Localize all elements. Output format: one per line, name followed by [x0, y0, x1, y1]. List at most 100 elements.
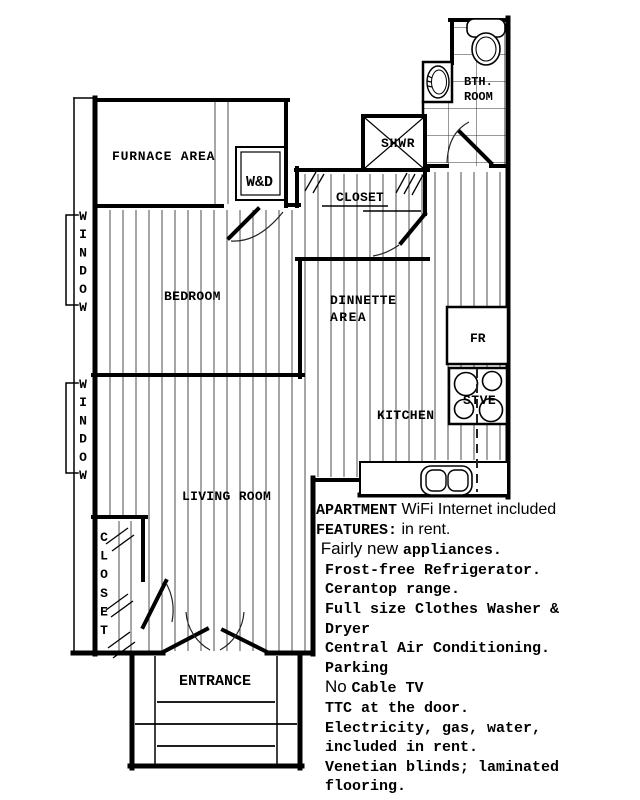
feature-text: included in rent. — [316, 739, 479, 757]
closet-lower-label: CLOSET — [100, 530, 108, 638]
dinnette-label-line2: AREA — [330, 310, 367, 325]
feature-text: Central Air Conditioning. — [316, 640, 551, 658]
shower-label: SHWR — [381, 136, 415, 151]
feature-text: Dryer — [316, 620, 371, 638]
feature-line: TTC at the door. — [316, 699, 640, 719]
vertical-letter: E — [100, 604, 108, 619]
feature-text: FEATURES: — [316, 521, 398, 539]
furnace-area-lines — [214, 102, 229, 204]
entrance-steps — [135, 656, 297, 764]
toilet-icon — [466, 18, 506, 66]
fridge-icon — [445, 305, 510, 366]
doors — [140, 121, 494, 655]
feature-text: WiFi Internet included — [397, 501, 557, 518]
vertical-letter: L — [100, 549, 108, 564]
feature-line: flooring. — [316, 777, 640, 797]
feature-line: Frost-free Refrigerator. — [316, 561, 640, 581]
room-labels: FURNACE AREA W&D SHWR BTH. ROOM CLOSET B… — [112, 75, 496, 690]
fridge-label: FR — [470, 331, 486, 346]
vertical-letter: T — [100, 623, 108, 638]
vertical-letter: W — [79, 377, 87, 392]
closet-upper-floor — [299, 174, 423, 257]
kitchen-floor — [362, 261, 424, 461]
feature-line: Cerantop range. — [316, 580, 640, 600]
vertical-letter: W — [79, 300, 87, 315]
bathroom-tile-lower — [423, 102, 508, 166]
feature-line: Fairly new appliances. — [316, 539, 640, 561]
feature-text: in rent. — [397, 520, 451, 538]
feature-text: Parking — [316, 659, 389, 677]
living-room-label: LIVING ROOM — [182, 489, 271, 504]
dinnette-label-line1: DINNETTE — [330, 293, 396, 308]
kitchen-sink-icon — [420, 465, 473, 496]
dinnette-floor — [302, 261, 362, 477]
vertical-letter: O — [100, 567, 108, 582]
vertical-letter: I — [79, 395, 87, 410]
feature-line: included in rent. — [316, 738, 640, 758]
vertical-letter: D — [79, 264, 87, 279]
feature-text: APARTMENT — [316, 502, 398, 519]
shower — [361, 114, 427, 172]
bathroom-sink-icon — [421, 60, 454, 104]
shower-x-icon — [364, 117, 424, 169]
kitchen-counter — [359, 461, 509, 496]
feature-text: Cerantop range. — [316, 581, 461, 599]
bedroom-floor — [99, 210, 296, 373]
kitchen-label: KITCHEN — [377, 408, 434, 423]
feature-line: FEATURES: in rent. — [316, 521, 640, 541]
door-swing-icon — [160, 626, 210, 655]
sliding-door-hatch-icon — [304, 171, 424, 196]
outer-band — [73, 97, 96, 654]
sliding-door-hatch-icon — [105, 527, 136, 659]
closet-lower-interior — [97, 519, 143, 653]
door-swing-icon — [398, 211, 428, 246]
feature-text: No — [325, 677, 352, 697]
vertical-letter: O — [79, 282, 87, 297]
closet-upper-label: CLOSET — [336, 190, 384, 205]
feature-line: Venetian blinds; laminated — [316, 758, 640, 778]
vertical-letter: I — [79, 227, 87, 242]
entrance-label: ENTRANCE — [179, 673, 251, 690]
door-leaves — [140, 129, 494, 655]
vertical-letter: N — [79, 413, 87, 428]
vertical-letter: D — [79, 432, 87, 447]
door-arcs — [165, 121, 470, 651]
feature-text: Electricity, gas, water, — [316, 719, 542, 737]
feature-line: Full size Clothes Washer & — [316, 600, 640, 620]
furnace-area-label: FURNACE AREA — [112, 149, 215, 164]
feature-text: appliances. — [402, 542, 502, 560]
window-icon — [65, 214, 79, 474]
washer-dryer-icon — [235, 146, 286, 201]
door-swing-icon — [226, 206, 261, 241]
feature-text: TTC at the door. — [316, 699, 470, 717]
vertical-letter: O — [79, 450, 87, 465]
vertical-letter: S — [100, 586, 108, 601]
door-swing-icon — [220, 627, 270, 655]
feature-text: Full size Clothes Washer & — [316, 600, 560, 618]
feature-text: Fairly new — [316, 539, 403, 559]
vertical-letter: C — [100, 530, 108, 545]
bedroom-label: BEDROOM — [164, 289, 221, 304]
feature-text: Frost-free Refrigerator. — [316, 561, 542, 579]
door-swing-icon — [457, 129, 494, 166]
door-swing-icon — [140, 578, 169, 630]
feature-line: Central Air Conditioning. — [316, 639, 640, 659]
feature-line: Dryer — [316, 620, 640, 640]
vertical-letter: N — [79, 245, 87, 260]
washer-dryer-label: W&D — [246, 174, 273, 191]
bathroom-label-line2: ROOM — [464, 90, 493, 104]
closet-lower — [97, 519, 143, 659]
feature-text: Venetian blinds; laminated — [316, 758, 560, 776]
feature-line: Parking — [316, 659, 640, 679]
feature-text: Cable TV — [351, 680, 424, 698]
stove-label: STVE — [463, 393, 496, 408]
vertical-letter: W — [79, 209, 87, 224]
feature-line: No Cable TV — [316, 678, 640, 699]
entry-steps-icon — [135, 701, 297, 747]
